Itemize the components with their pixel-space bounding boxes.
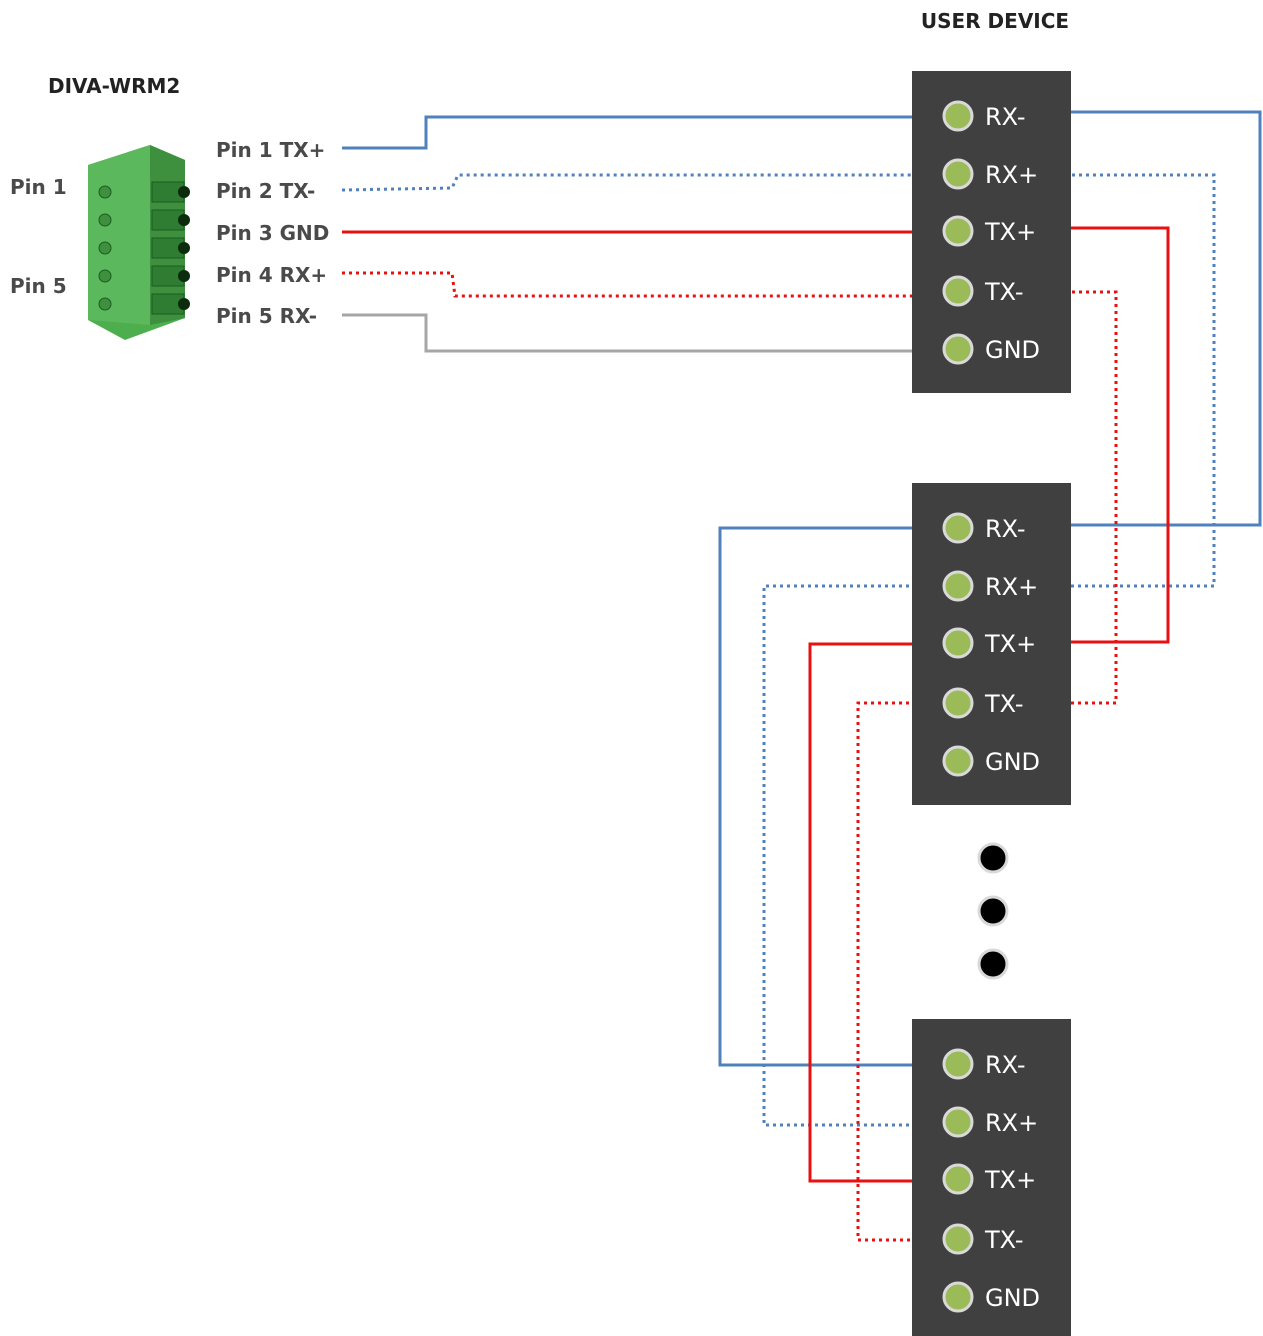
wire-tx-plus-to-rx-minus [342,115,958,150]
terminal-screw [942,745,974,777]
connector-screw-hole [178,270,190,282]
connector-wire-slot [98,185,112,199]
device-block-body [912,1019,1071,1336]
connector-pin-first-label: Pin 1 [10,175,67,199]
terminal-label: TX- [984,690,1024,718]
diva-pin-3-label: Pin 3 GND [216,221,329,245]
ellipsis-dot [977,948,1009,980]
wire-rx-minus-to-gnd [342,313,958,353]
wire-chain-rx-plus-1-2 [1058,173,1216,588]
terminal-label: TX- [984,278,1024,306]
wire-chain-rx-minus-2-n [718,526,958,1067]
terminal-label: RX+ [985,1109,1038,1137]
diva-pin-2-label: Pin 2 TX- [216,179,315,203]
terminal-screw [942,570,974,602]
wire-chain-rx-plus-2-n [762,584,958,1127]
more-devices-ellipsis [977,842,1009,980]
terminal-screw [942,687,974,719]
terminal-label: TX- [984,1226,1024,1254]
connector-pin-last-label: Pin 5 [10,274,67,298]
user-device-block-2: RX- RX+ TX+ TX- GND [912,483,1071,805]
terminal-screw [942,512,974,544]
terminal-screw [942,1163,974,1195]
terminal-label: GND [985,748,1040,776]
connector-wire-slot [98,241,112,255]
connector-screw-hole [178,186,190,198]
terminal-label: TX+ [984,630,1036,658]
terminal-block-connector-image [88,145,190,340]
user-device-title: USER DEVICE [921,9,1069,33]
wire-chain-rx-minus-1-2 [1058,110,1262,527]
connector-wire-slot [98,297,112,311]
connector-wire-slot [98,269,112,283]
connector-screw-hole [178,214,190,226]
terminal-screw [942,275,974,307]
terminal-screw [942,1223,974,1255]
terminal-label: TX+ [984,1166,1036,1194]
user-device-block-n: RX- RX+ TX+ TX- GND [912,1019,1071,1336]
diva-pin-4-label: Pin 4 RX+ [216,263,327,287]
connector-screw-hole [178,298,190,310]
terminal-screw [942,333,974,365]
terminal-screw [942,215,974,247]
terminal-label: RX- [985,515,1026,543]
terminal-screw [942,158,974,190]
wire-tx-minus-to-rx-plus [341,173,958,192]
wire-chain-tx-minus-1-2 [1058,290,1118,705]
terminal-screw [942,1106,974,1138]
device-block-body [912,483,1071,805]
terminal-screw [942,1048,974,1080]
terminal-screw [942,627,974,659]
connector-wire-slot [98,213,112,227]
terminal-label: RX+ [985,573,1038,601]
connector-screw-hole [178,242,190,254]
terminal-screw [942,100,974,132]
diva-device-title: DIVA-WRM2 [48,74,180,98]
device-block-body [912,71,1071,393]
wire-chain-tx-minus-2-n [856,701,958,1242]
diva-pin-5-label: Pin 5 RX- [216,304,317,328]
terminal-screw [942,1281,974,1313]
user-device-block-1: RX- RX+ TX+ TX- GND [912,71,1071,393]
ellipsis-dot [977,842,1009,874]
terminal-label: TX+ [984,218,1036,246]
ellipsis-dot [977,895,1009,927]
wire-rx-plus-to-tx-minus [342,271,958,298]
terminal-label: RX+ [985,161,1038,189]
terminal-label: RX- [985,1051,1026,1079]
diva-pin-labels: Pin 1 TX+ Pin 2 TX- Pin 3 GND Pin 4 RX+ … [216,138,329,328]
terminal-label: GND [985,336,1040,364]
terminal-label: GND [985,1284,1040,1312]
wire-chain-tx-plus-2-n [808,642,958,1183]
diva-pin-1-label: Pin 1 TX+ [216,138,325,162]
terminal-label: RX- [985,103,1026,131]
wire-chain-tx-plus-1-2 [1058,226,1170,644]
